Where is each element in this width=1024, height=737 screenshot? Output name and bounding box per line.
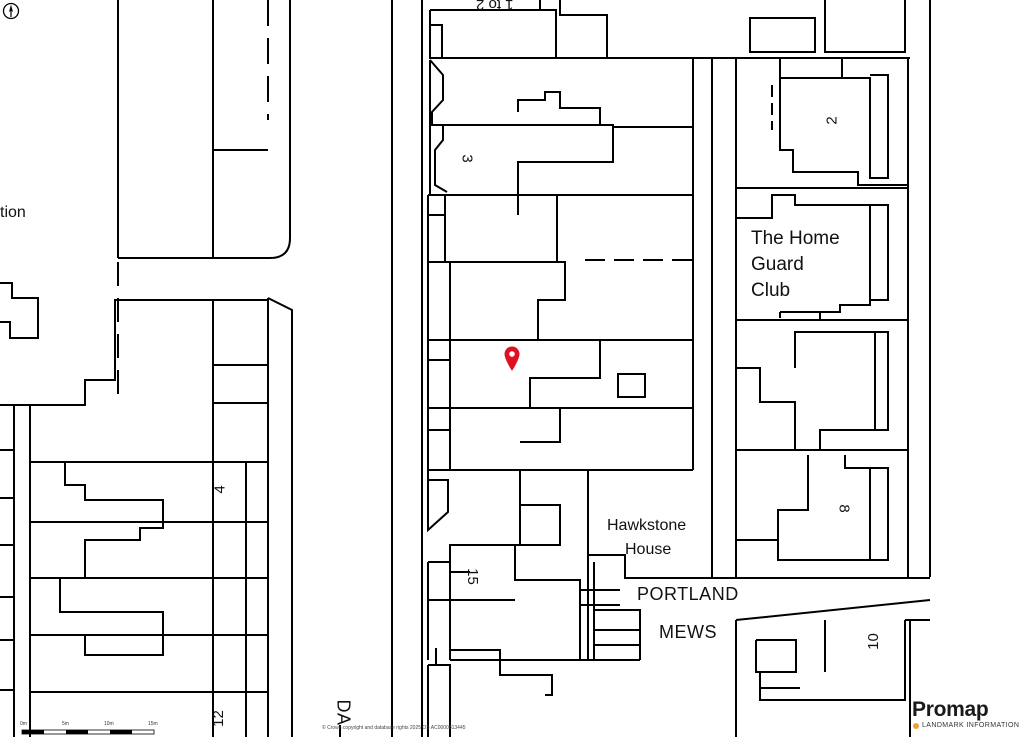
- scale-tick-5: 5m: [62, 721, 69, 727]
- building-label-the-home: The Home: [751, 228, 840, 249]
- promap-logo: Promap LANDMARK INFORMATION: [908, 698, 1022, 734]
- copyright-text: © Crown copyright and database rights 20…: [322, 725, 466, 731]
- central-terrace: [427, 0, 910, 737]
- street-label-mews: MEWS: [659, 622, 717, 642]
- scale-tick-10: 10m: [104, 721, 114, 727]
- building-label-house: House: [625, 541, 672, 558]
- brand-dot-icon: [913, 723, 919, 729]
- house-number-2: 2: [823, 116, 841, 125]
- house-number-1-to-2: 1 to 2: [476, 0, 514, 13]
- map-pin-icon[interactable]: [503, 345, 521, 371]
- north-arrow-icon: [2, 2, 20, 20]
- street-label-portland: PORTLAND: [637, 584, 739, 604]
- building-label-guard: Guard: [751, 254, 804, 275]
- label-tion: tion: [0, 204, 26, 221]
- house-number-8: 8: [835, 504, 853, 513]
- left-small-building: [0, 282, 39, 339]
- left-lower-block: [0, 297, 293, 737]
- house-number-3: 3: [458, 154, 476, 163]
- building-label-club: Club: [751, 280, 791, 301]
- house-number-4: 4: [211, 485, 229, 494]
- house-number-10: 10: [864, 633, 882, 650]
- scale-bar: 0m 5m 10m 15m: [18, 719, 178, 737]
- right-terrace: [698, 0, 931, 737]
- house-number-12: 12: [209, 710, 227, 727]
- brand-tagline: LANDMARK INFORMATION: [922, 722, 1020, 729]
- scale-tick-0: 0m: [20, 721, 27, 727]
- street-label-da: DA: [333, 699, 354, 726]
- left-top-block: [117, 0, 291, 259]
- scale-bar-graphic: [21, 729, 155, 735]
- lane: [711, 58, 737, 578]
- house-number-15: 15: [463, 568, 481, 585]
- brand-name: Promap: [912, 698, 989, 721]
- building-label-hawkstone: Hawkstone: [607, 517, 687, 534]
- scale-tick-15: 15m: [148, 721, 158, 727]
